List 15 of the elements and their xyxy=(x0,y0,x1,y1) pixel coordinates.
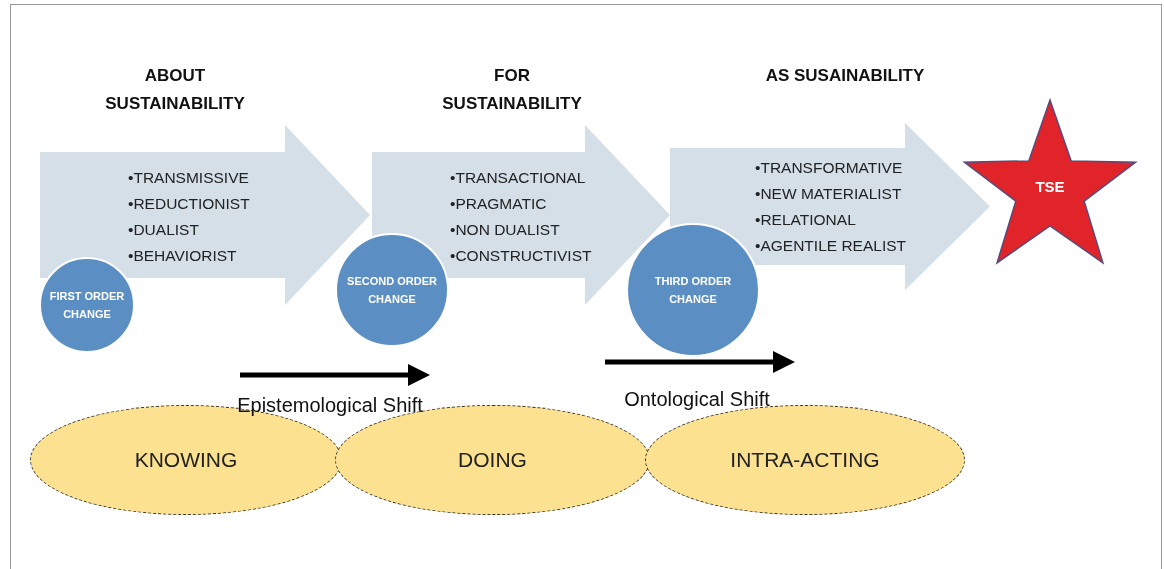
bullet-item: •TRANSFORMATIVE xyxy=(755,158,903,178)
bullet-item: •TRANSACTIONAL xyxy=(450,168,586,188)
bullet-item: •TRANSMISSIVE xyxy=(128,168,249,188)
bullet-item: •NEW MATERIALIST xyxy=(755,184,902,204)
order-circle: FIRST ORDER CHANGE xyxy=(39,257,135,353)
order-circle: SECOND ORDER CHANGE xyxy=(335,233,449,347)
bullet-item: •NON DUALIST xyxy=(450,220,560,240)
star-label: TSE xyxy=(1035,177,1065,195)
bullet-item: •PRAGMATIC xyxy=(450,194,547,214)
bullet-item: •DUALIST xyxy=(128,220,199,240)
bullet-item: •CONSTRUCTIVIST xyxy=(450,246,592,266)
heading: ABOUT SUSTAINABILITY xyxy=(104,65,246,115)
bullet-item: •REDUCTIONIST xyxy=(128,194,250,214)
heading: FOR SUSTAINABILITY xyxy=(441,65,583,115)
heading: AS SUSAINABILITY xyxy=(764,65,926,87)
